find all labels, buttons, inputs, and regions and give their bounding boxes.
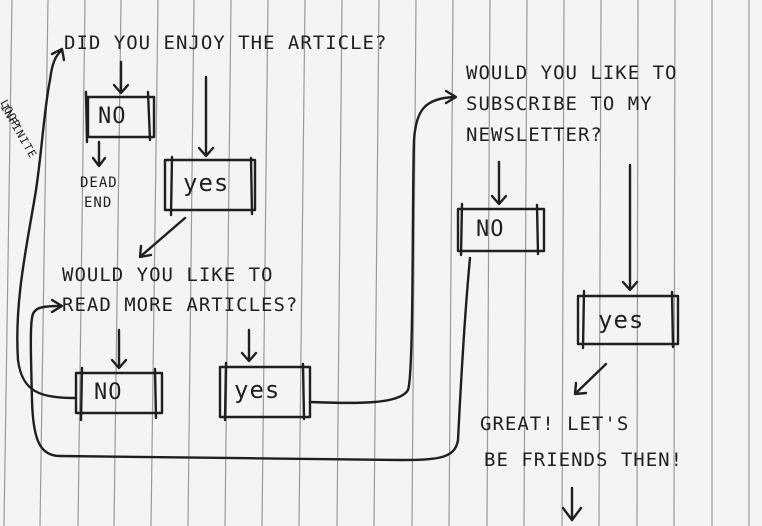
connector-q2-yes-to-q3 (308, 89, 458, 405)
arrow-no-to-dead-end (91, 140, 107, 168)
arrow-yes-to-q2 (138, 216, 187, 259)
q3-no-label: No (476, 217, 505, 242)
q1-no-label: No (98, 104, 127, 129)
final-message-line1: Great! Let's (480, 413, 630, 435)
question-subscribe-line2: subscribe to my (466, 93, 653, 115)
q2-yes-box (218, 361, 312, 422)
q1-yes-box (163, 155, 257, 217)
q1-yes-label: yes (183, 169, 230, 197)
arrow-q1-to-yes (197, 75, 215, 158)
arrow-q3-to-no (490, 160, 508, 206)
question-subscribe-line1: Would you like to (466, 62, 678, 84)
final-message-line2: be friends then! (484, 449, 684, 471)
question-enjoy-article: Did you enjoy the article? (64, 32, 388, 54)
arrow-q1-to-no (112, 60, 130, 95)
question-subscribe-line3: newsletter? (466, 124, 603, 146)
dead-end-line2: end (84, 195, 113, 211)
arrow-q2-to-no (110, 328, 128, 370)
loop-q2-no-to-q1 (16, 47, 78, 400)
q3-no-box (456, 202, 546, 257)
arrow-q3-to-yes (621, 163, 639, 292)
arrow-q2-to-yes (240, 328, 258, 363)
q2-yes-label: yes (234, 376, 281, 404)
loop-q3-no-to-q2 (29, 256, 472, 462)
ink-strokes (16, 47, 680, 522)
q3-yes-label: yes (598, 306, 645, 334)
question-read-more-line1: Would you like to (62, 264, 274, 286)
q3-yes-box (576, 289, 680, 350)
q1-no-box (84, 90, 156, 144)
arrow-final-down (561, 486, 583, 522)
arrow-yes-to-great (573, 362, 608, 396)
question-read-more-line2: read more articles? (62, 294, 299, 316)
q2-no-label: No (94, 380, 123, 405)
q2-no-box (74, 366, 164, 422)
paper-rule-lines (3, 0, 750, 526)
dead-end-line1: Dead (80, 175, 118, 191)
